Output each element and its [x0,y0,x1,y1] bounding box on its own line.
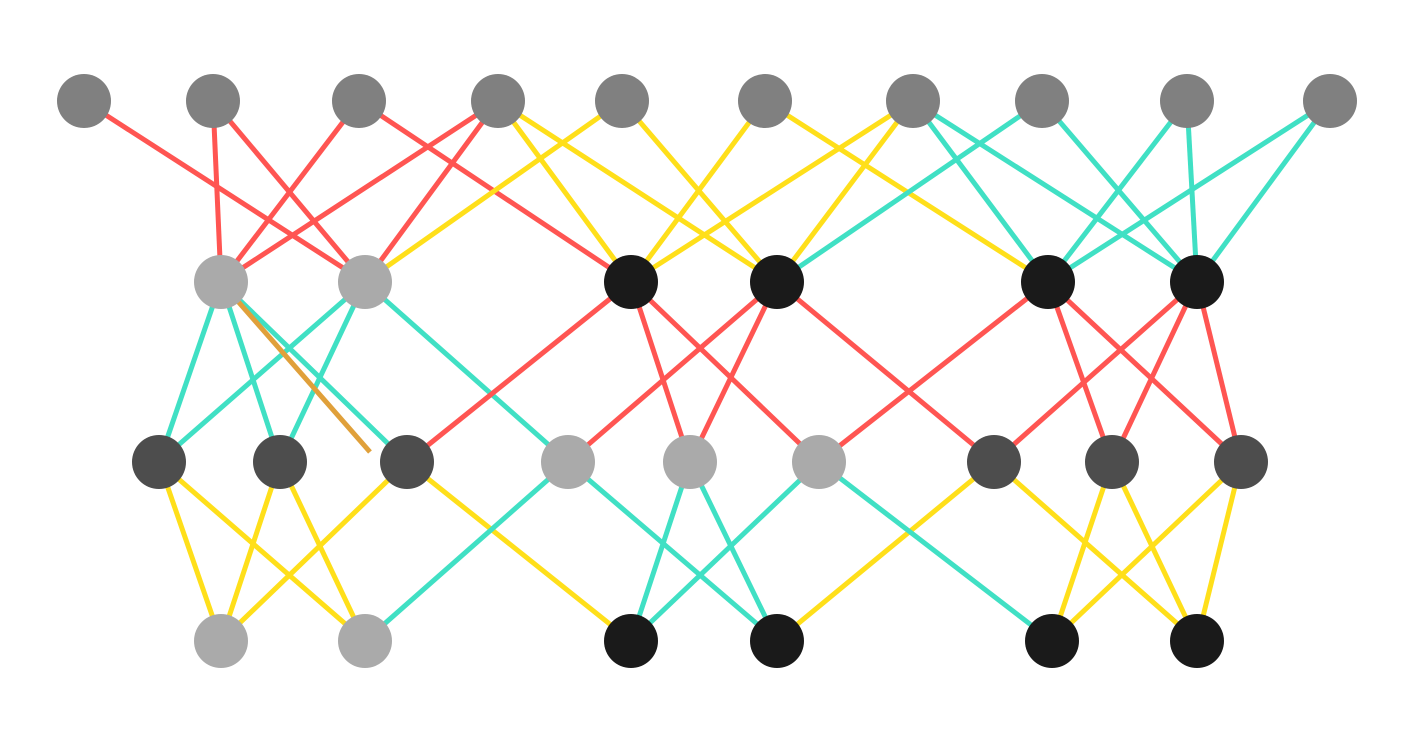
node-d1 [338,614,392,668]
node-b0 [194,255,248,309]
node-c0 [132,435,186,489]
edge-a3-b1 [362,99,501,284]
node-d5 [1170,614,1224,668]
edge-b3-c6 [775,280,996,464]
edge-c8-d4 [1050,460,1243,643]
edge-c7-d5 [1109,460,1200,643]
edge-b5-c7 [1109,280,1200,464]
edge-a1-b0 [210,100,224,283]
edge-a6-b5 [911,98,1199,285]
node-b2 [604,255,658,309]
edge-c1-d0 [218,461,283,642]
node-a8 [1160,74,1214,128]
edge-b2-c5 [629,280,821,464]
edge-c7-d4 [1049,461,1115,642]
node-a9 [1303,74,1357,128]
edge-a8-b4 [1046,99,1189,284]
node-c7 [1085,435,1139,489]
edge-b1-c0 [157,280,367,464]
node-a7 [1015,74,1069,128]
edge-a4-b1 [363,98,624,285]
node-d3 [750,614,804,668]
edge-b2-c4 [628,281,693,463]
edge-b5-c6 [992,280,1199,464]
edge-c3-d1 [363,460,570,643]
node-c2 [380,435,434,489]
edge-b0-c0 [156,281,224,463]
node-a2 [332,74,386,128]
node-c8 [1214,435,1268,489]
edge-b1-c1 [277,280,368,464]
edge-a6-b3 [775,99,915,284]
node-a4 [595,74,649,128]
edge-b3-c3 [566,280,779,464]
edge-a3-b0 [219,98,500,285]
edge-a5-b2 [628,99,768,284]
node-d4 [1025,614,1079,668]
node-b5 [1170,255,1224,309]
edge-b3-c4 [687,280,780,464]
node-a0 [57,74,111,128]
edge-a9-b5 [1194,99,1333,284]
edge-c4-d3 [687,460,780,643]
edge-a3-b3 [496,98,779,285]
partial-edge-b0 [219,280,372,454]
edge-a2-b0 [219,99,361,284]
edge-a6-b4 [910,99,1051,284]
node-a1 [186,74,240,128]
edge-c6-d5 [992,460,1199,643]
node-a5 [738,74,792,128]
node-d2 [604,614,658,668]
edge-c2-d2 [405,460,633,643]
edge-c1-d1 [277,460,368,643]
node-c5 [792,435,846,489]
edge-b0-c1 [218,281,283,463]
edge-b2-c2 [405,280,633,464]
node-b3 [750,255,804,309]
edge-a9-b4 [1046,98,1332,285]
edge-c0-d0 [156,461,224,642]
edge-a7-b3 [775,98,1044,285]
edge-a0-b1 [82,98,367,285]
node-c6 [967,435,1021,489]
node-c1 [253,435,307,489]
edge-b4-c7 [1045,281,1115,463]
edge-a6-b2 [629,98,915,285]
edge-b1-c3 [363,280,570,464]
edge-b0-c2 [219,280,409,464]
edge-c6-d3 [775,460,996,643]
node-a6 [886,74,940,128]
edge-c8-d5 [1194,461,1244,642]
node-c4 [663,435,717,489]
edge-b4-c8 [1046,280,1243,464]
nodes-layer [57,74,1357,668]
node-b1 [338,255,392,309]
node-d0 [194,614,248,668]
edge-a3-b2 [495,99,634,284]
edges-layer [82,98,1333,643]
node-c3 [541,435,595,489]
node-a3 [471,74,525,128]
edge-c5-d4 [817,460,1054,643]
edge-c0-d1 [157,460,367,643]
edge-c4-d2 [628,461,693,642]
edge-b4-c5 [817,280,1050,464]
edge-c2-d0 [219,460,409,643]
node-b4 [1021,255,1075,309]
edge-b5-c8 [1194,281,1244,463]
edge-c5-d2 [629,460,821,643]
edge-c3-d3 [566,460,779,643]
